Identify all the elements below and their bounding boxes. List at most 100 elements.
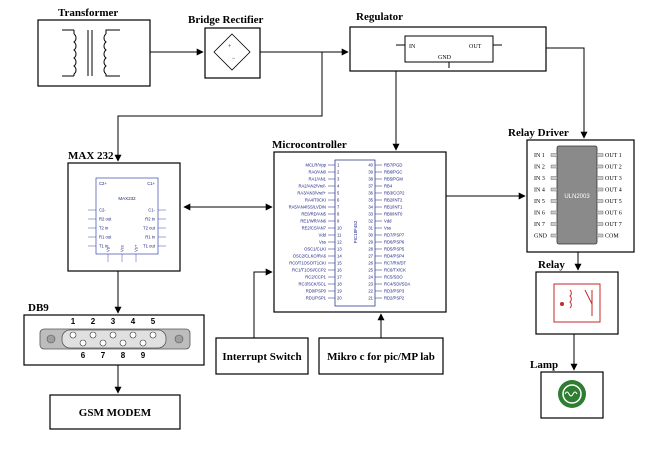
regulator-in: IN	[409, 44, 416, 50]
max232-pin: R1 out	[99, 235, 112, 240]
uln-input-label: IN 5	[534, 199, 545, 205]
pic-pin-num: 22	[368, 289, 373, 294]
pic-right-pin: RB4	[384, 184, 393, 189]
pic-pin-num: 31	[368, 226, 373, 231]
uln-input-label: IN 1	[534, 153, 545, 159]
db9-pin	[139, 339, 147, 347]
pic-pin-num: 10	[337, 226, 342, 231]
pic-right-pin: RC6/TX/CK	[384, 268, 406, 273]
interrupt-switch-label: Interrupt Switch	[222, 351, 301, 363]
uln-output-label: OUT 5	[605, 199, 622, 205]
uln-pin	[550, 222, 558, 226]
pic-pin-num: 7	[337, 205, 340, 210]
uln-output-label: OUT 4	[605, 188, 622, 194]
uln-input-label: IN 4	[534, 188, 545, 194]
uln-output-label: OUT 2	[605, 165, 622, 171]
relay-label: Relay	[538, 259, 565, 271]
uln-input-label: GND	[534, 234, 548, 240]
uln-output-label: OUT 6	[605, 211, 622, 217]
uln-pin	[550, 176, 558, 180]
interrupt-switch-block	[215, 337, 309, 375]
pic-left-pin: MCLR/Vpp	[306, 163, 327, 168]
regulator-label: Regulator	[356, 11, 403, 23]
pic-right-pin: RB2/INT2	[384, 198, 403, 203]
uln-pin	[596, 187, 604, 192]
uln-pin	[550, 187, 558, 192]
gsm-label: GSM MODEM	[79, 407, 152, 419]
uln-output-label: COM	[605, 234, 619, 240]
db9-pin-number: 7	[101, 351, 106, 360]
db9-pin-number: 6	[81, 351, 86, 360]
db9-connector	[39, 328, 191, 350]
pic-left-pin: RA0/AN0	[309, 170, 327, 175]
regulator-chip	[404, 35, 494, 63]
max232-pin: C1-	[148, 208, 155, 213]
pic-pin-num: 12	[337, 240, 342, 245]
pic-pin-num: 1	[337, 163, 340, 168]
bridge-block	[204, 27, 261, 79]
pic-right-pin: Vss	[384, 226, 391, 231]
db9-pin	[109, 331, 117, 339]
db9-pin-number: 8	[121, 351, 126, 360]
pic-pin-num: 15	[337, 261, 342, 266]
pic-left-pin: RC3/SCK/SCL	[299, 282, 327, 287]
max232-pin: T1 out	[143, 244, 156, 249]
pic-pin-num: 13	[337, 247, 342, 252]
uln-pin	[596, 210, 604, 215]
uln-input-label: IN 2	[534, 165, 545, 171]
pic-pin-num: 6	[337, 198, 340, 203]
pic-pin-num: 36	[368, 191, 373, 196]
relay-symbol	[553, 283, 601, 323]
pic-left-pin: RC0/T1OSO/T1CKI	[289, 261, 326, 266]
pic-left-pin: OSC2/CLKO/RA6	[293, 254, 327, 259]
lamp-label: Lamp	[530, 359, 558, 371]
db9-pin-number: 4	[131, 317, 136, 326]
max232-pin: T1 in	[99, 244, 109, 249]
max232-chip	[95, 177, 159, 255]
uln-input-label: IN 3	[534, 176, 545, 182]
pic-pin-num: 38	[368, 177, 373, 182]
pic-pin-num: 23	[368, 282, 373, 287]
pic-right-pin: Vdd	[384, 219, 392, 224]
db9-pin	[149, 331, 157, 339]
pic-right-pin: RB7/PGD	[384, 163, 402, 168]
pic-right-pin: RD4/PSP4	[384, 254, 405, 259]
svg-text:−: −	[232, 56, 236, 62]
arrow-regulator-relaydriver	[546, 47, 588, 139]
db9-pin	[89, 331, 97, 339]
db9-pin	[119, 339, 127, 347]
pic-pin-num: 21	[368, 296, 373, 301]
pic-left-pin: Vss	[319, 240, 326, 245]
pic-pin-num: 11	[337, 233, 342, 238]
pic-left-pin: RA4/T0CKI	[305, 198, 326, 203]
pic-left-pin: RA3/AN3/Vref+	[297, 191, 326, 196]
uln-pin	[596, 164, 604, 169]
pic-right-pin: RD2/PSP2	[384, 296, 405, 301]
pic-right-pin: RD6/PSP6	[384, 240, 405, 245]
pic-pin-num: 14	[337, 254, 342, 259]
pic-pin-num: 32	[368, 219, 373, 224]
max232-pin: R2 out	[99, 217, 112, 222]
pic-pin-num: 33	[368, 212, 373, 217]
pic-left-pin: RC1/T1OSI/CCP2	[292, 268, 327, 273]
uln-pin	[550, 153, 558, 157]
db9-pin-number: 5	[151, 317, 156, 326]
pic-left-pin: RA5/AN4/SS/LVDIN	[289, 205, 326, 210]
pic-left-pin: RA2/AN2/Vref-	[298, 184, 326, 189]
uln-output-label: OUT 1	[605, 153, 622, 159]
transformer-label: Transformer	[58, 7, 118, 19]
uln-pin	[596, 233, 604, 238]
pic-pin-num: 16	[337, 268, 342, 273]
db9-pin	[99, 339, 107, 347]
db9-pin-number: 1	[71, 317, 76, 326]
pic-pin-num: 19	[337, 289, 342, 294]
pic-pin-num: 2	[337, 170, 340, 175]
max232-pin: C2-	[99, 208, 106, 213]
svg-text:+: +	[228, 44, 232, 50]
mikro-label: Mikro c for pic/MP lab	[327, 351, 435, 363]
arrow-regulator-max232	[114, 52, 323, 162]
db9-pin-number: 2	[91, 317, 96, 326]
